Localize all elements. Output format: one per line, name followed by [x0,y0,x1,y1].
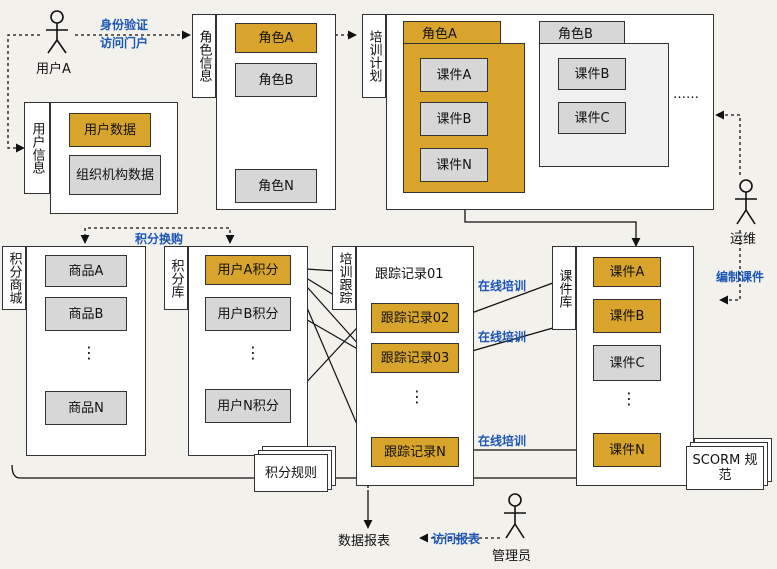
training-plan-panel: 角色A 课件A 课件B 课件N 角色B 课件B 课件C …… [386,14,714,210]
training-plan-title: 培训计划 [362,14,386,98]
tracking-panel: 跟踪记录01 跟踪记录02 跟踪记录03 ⋮ 跟踪记录N [356,246,474,486]
tracking-dots: ⋮ [409,387,425,406]
lib-course-n: 课件N [593,433,661,467]
user-a-points-box: 用户A积分 [205,255,291,285]
role-info-panel: 角色A 角色B 角色N [216,14,336,210]
points-lib-title: 积分库 [164,246,188,310]
points-exchange-label: 积分换购 [135,232,184,246]
plan-role-a-course-n: 课件N [420,148,488,182]
tracking-title: 培训跟踪 [332,246,356,310]
plan-role-a-tab: 角色A [403,21,501,47]
course-lib-title: 课件库 [552,246,576,330]
points-mall-panel: 商品A 商品B ⋮ 商品N [26,246,146,456]
admin-actor-label: 管理员 [492,549,532,564]
admin-actor-icon [504,493,526,539]
tracking-record-n: 跟踪记录N [371,437,459,467]
user-info-panel: 用户数据 组织机构数据 [50,102,178,214]
visit-report-label: 访问报表 [432,532,481,546]
online-training-label-2: 在线培训 [478,330,527,344]
role-n-box: 角色N [235,169,317,203]
plan-dots: …… [673,87,699,102]
tracking-record-03: 跟踪记录03 [371,343,459,373]
user-info-title: 用户信息 [24,102,50,194]
plan-role-a-course-a: 课件A [420,58,488,92]
role-b-box: 角色B [235,63,317,97]
goods-b-box: 商品B [45,297,127,331]
tracking-record-01: 跟踪记录01 [375,267,444,282]
role-a-box: 角色A [235,23,317,53]
lib-dots: ⋮ [621,389,637,408]
lib-course-c: 课件C [593,345,661,381]
points-lib-panel: 用户A积分 用户B积分 ⋮ 用户N积分 [188,246,308,456]
edit-course-label: 编制课件 [716,270,765,284]
goods-a-box: 商品A [45,255,127,287]
plan-role-b-course-b: 课件B [558,58,626,90]
user-actor-label: 用户A [36,62,71,77]
tracking-record-02: 跟踪记录02 [371,303,459,333]
user-data-box: 用户数据 [69,113,151,147]
points-dots: ⋮ [245,343,261,362]
points-rules-doc: 积分规则 [254,454,328,492]
user-n-points-box: 用户N积分 [205,389,291,423]
auth-label: 身份验证 [100,18,149,32]
role-info-title: 角色信息 [192,14,216,98]
plan-role-b-tab: 角色B [539,21,625,47]
plan-role-b-course-c: 课件C [558,102,626,134]
ops-actor-label: 运维 [730,232,757,247]
points-mall-title: 积分商城 [2,246,26,310]
lib-course-a: 课件A [593,257,661,287]
goods-n-box: 商品N [45,391,127,425]
ops-actor-icon [735,179,757,225]
plan-role-a-course-b: 课件B [420,102,488,136]
online-training-label-3: 在线培训 [478,434,527,448]
user-actor-icon [46,10,68,54]
lib-course-b: 课件B [593,299,661,333]
plan-role-b-panel: 课件B 课件C [539,43,669,167]
course-lib-panel: 课件A 课件B 课件C ⋮ 课件N [576,246,694,486]
user-b-points-box: 用户B积分 [205,297,291,331]
scorm-doc: SCORM 规范 [686,446,764,490]
org-data-box: 组织机构数据 [69,155,161,195]
online-training-label-1: 在线培训 [478,279,527,293]
data-report-label: 数据报表 [338,534,391,549]
goods-dots: ⋮ [81,343,97,362]
plan-role-a-panel: 课件A 课件B 课件N [403,43,525,193]
portal-label: 访问门户 [100,36,149,50]
